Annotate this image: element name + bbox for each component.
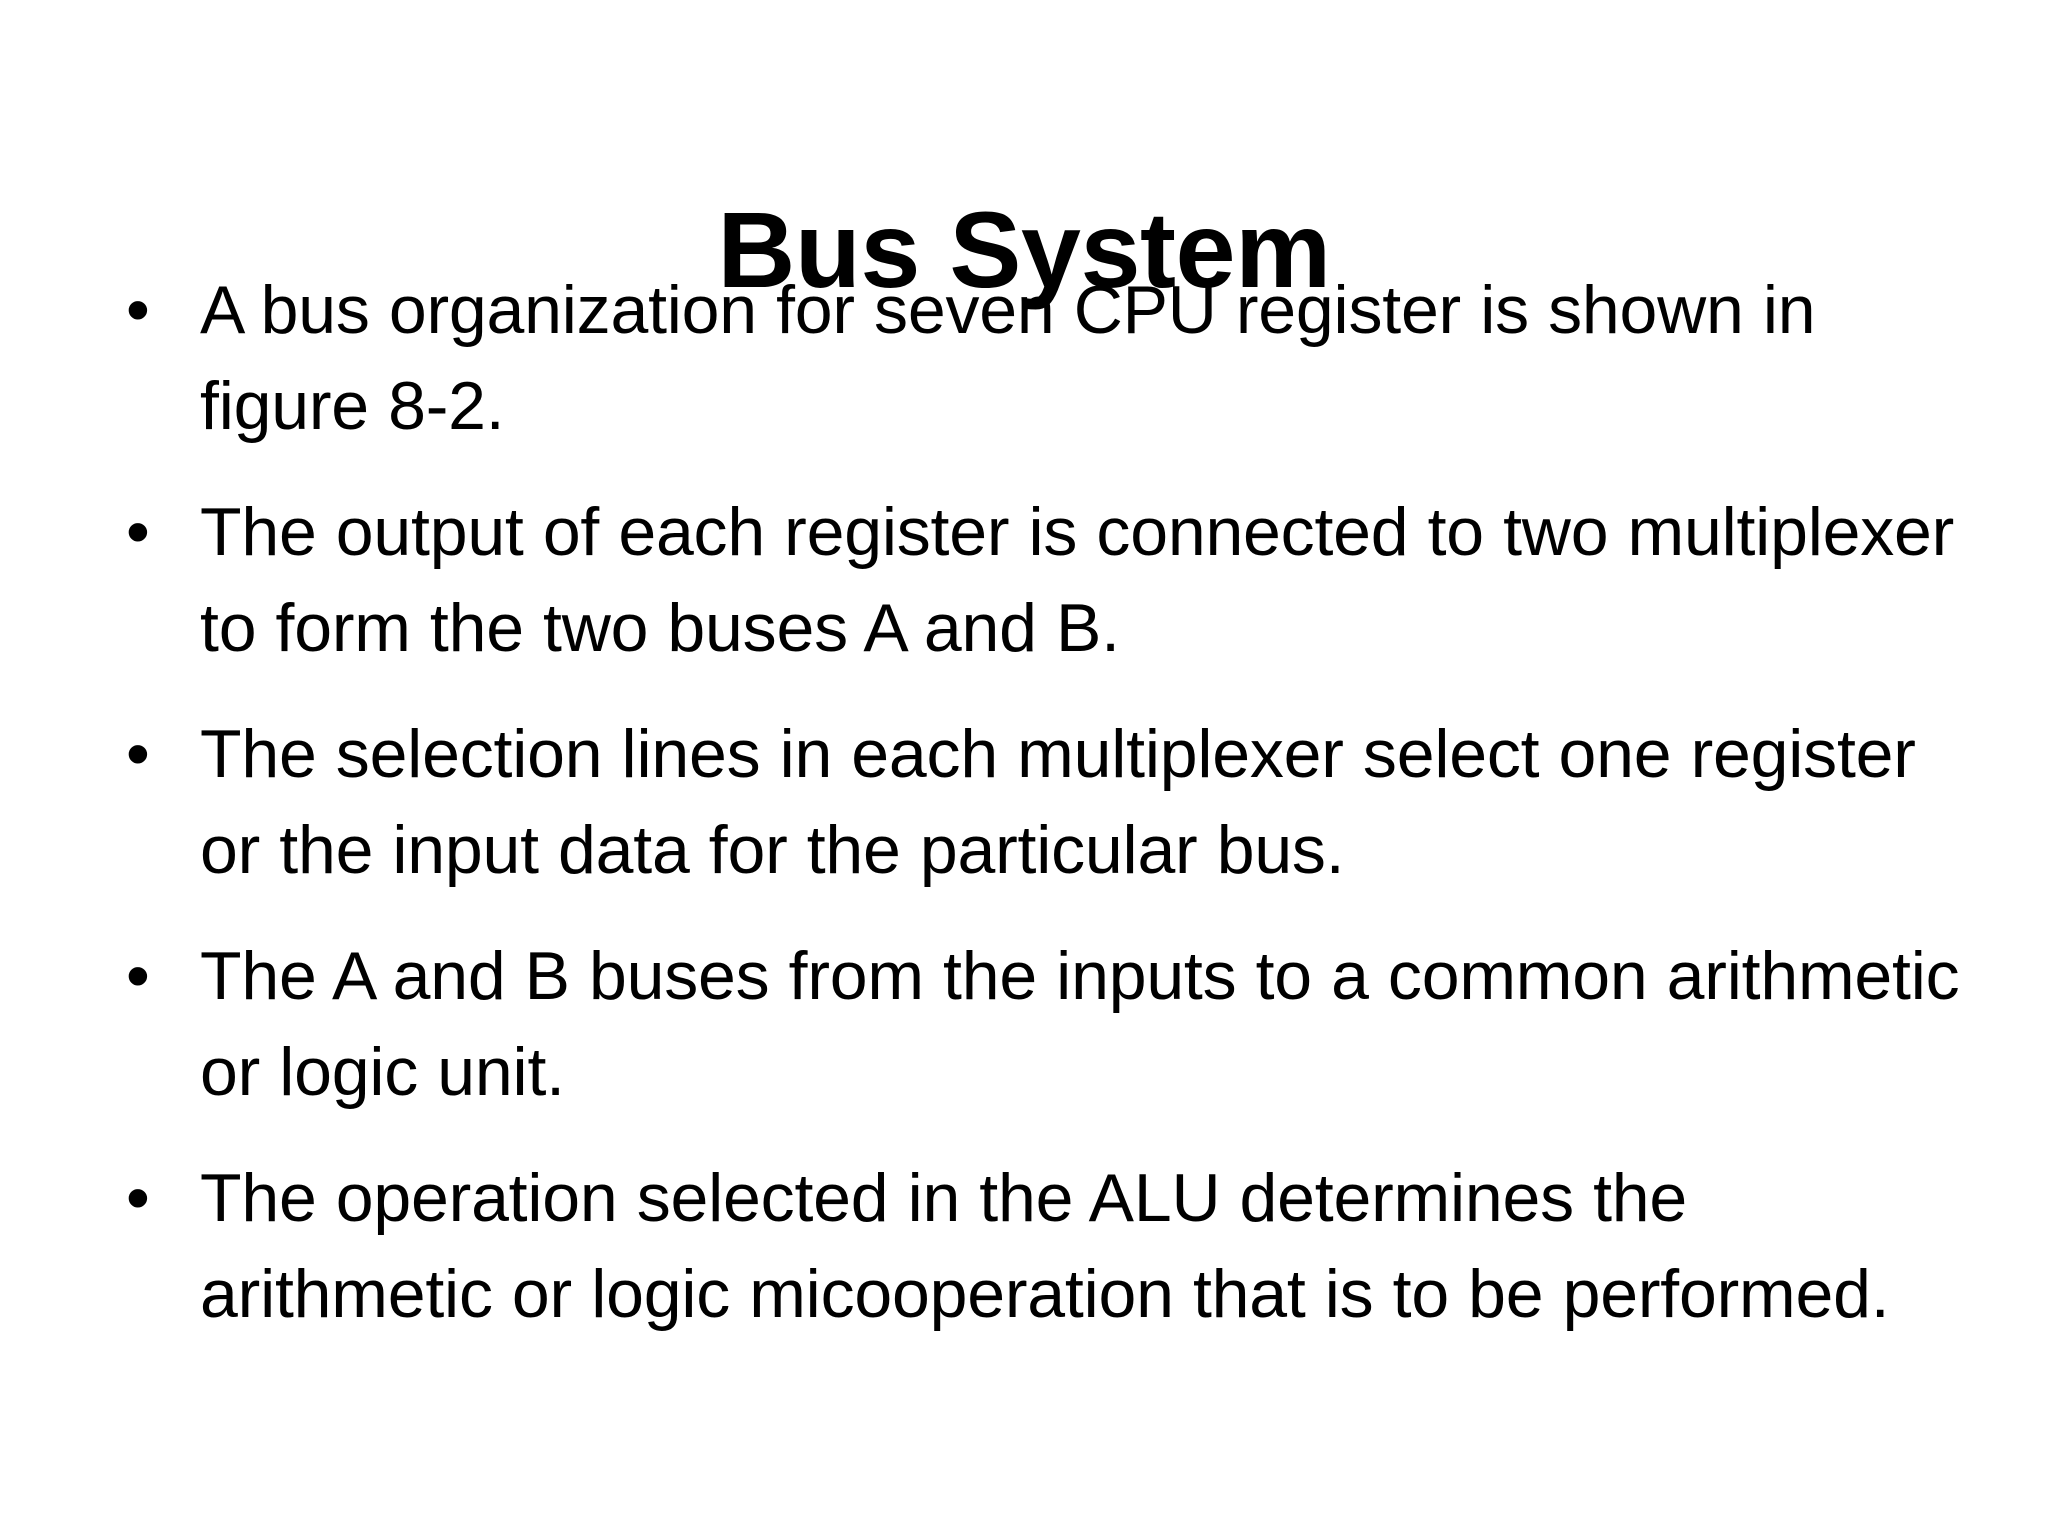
list-item: • A bus organization for seven CPU regis… xyxy=(112,262,1992,454)
list-item-text: The operation selected in the ALU determ… xyxy=(200,1160,1890,1332)
list-item-text: The selection lines in each multiplexer … xyxy=(200,716,1916,888)
list-item: • The A and B buses from the inputs to a… xyxy=(112,928,1992,1120)
list-item-text: A bus organization for seven CPU registe… xyxy=(200,272,1816,444)
bullet-point-icon: • xyxy=(126,716,150,792)
list-item: • The output of each register is connect… xyxy=(112,484,1992,676)
list-item-text: The A and B buses from the inputs to a c… xyxy=(200,938,1960,1110)
list-item: • The operation selected in the ALU dete… xyxy=(112,1150,1992,1342)
list-item: • The selection lines in each multiplexe… xyxy=(112,706,1992,898)
list-item-text: The output of each register is connected… xyxy=(200,494,1955,666)
bullet-point-icon: • xyxy=(126,1160,150,1236)
bullet-point-icon: • xyxy=(126,272,150,348)
bullet-point-icon: • xyxy=(126,494,150,570)
bullet-point-icon: • xyxy=(126,938,150,1014)
bullet-list: • A bus organization for seven CPU regis… xyxy=(112,262,1992,1342)
page-title: Bus System xyxy=(717,189,1331,311)
